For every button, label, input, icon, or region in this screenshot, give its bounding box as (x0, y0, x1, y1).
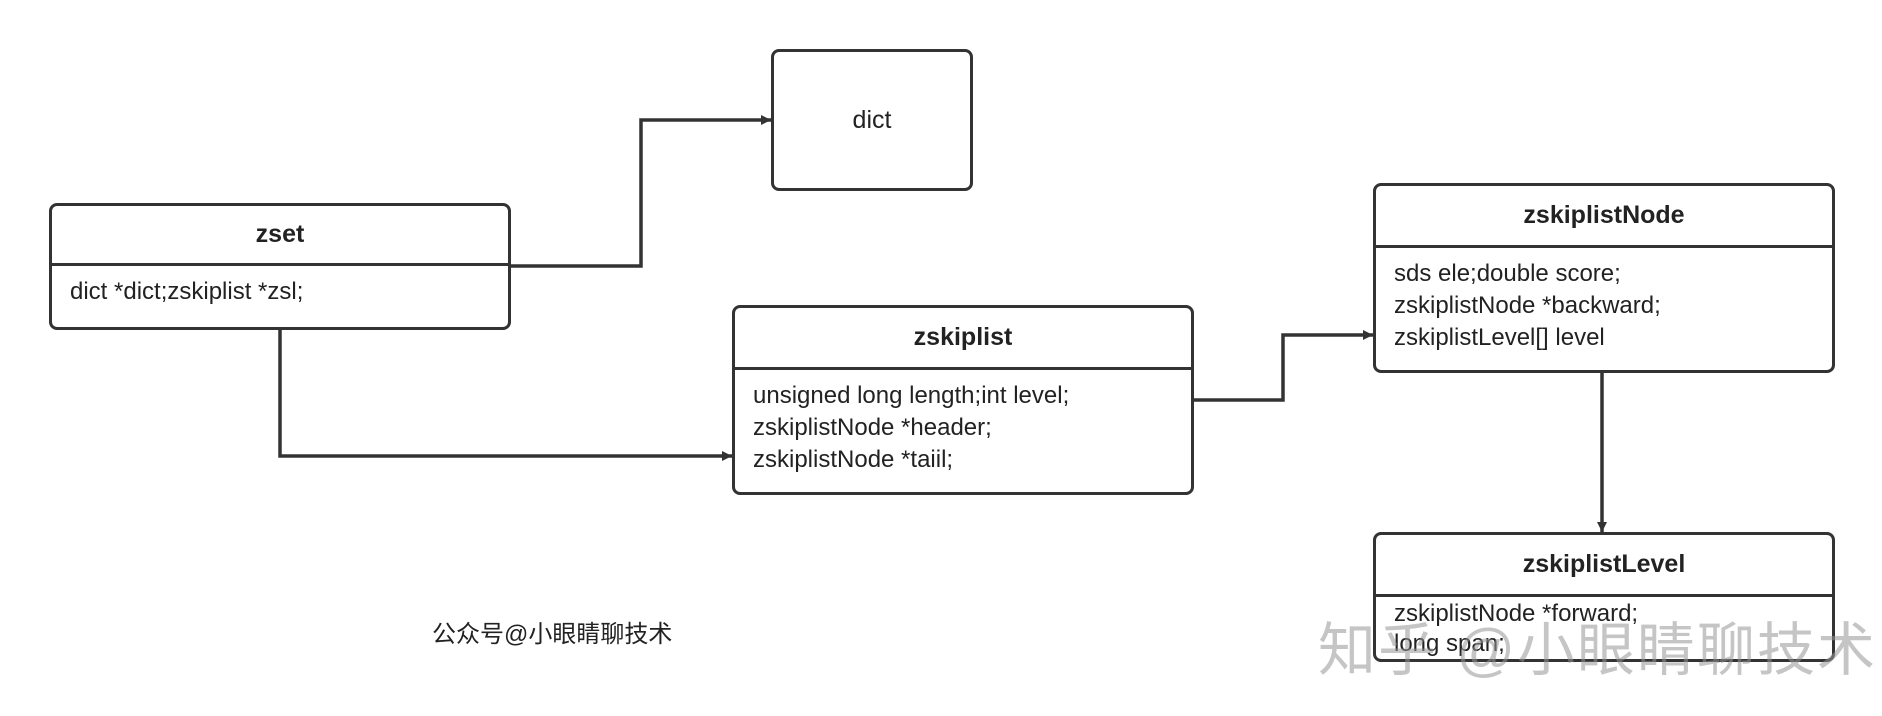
zset-fields: dict *dict;zskiplist *zsl; (52, 266, 508, 318)
zskiplist-fields: unsigned long length;int level; zskiplis… (735, 370, 1191, 486)
zskiplistlevel-fields: zskiplistNode *forward; long span; (1376, 597, 1832, 659)
zskiplistnode-field: zskiplistLevel[] level (1394, 324, 1605, 351)
zskiplist-field: zskiplistNode *taiil; (753, 446, 954, 473)
dict-box: dict (771, 49, 973, 191)
zskiplistlevel-title: zskiplistLevel (1522, 550, 1686, 578)
zskiplistlevel-field: long span; (1394, 630, 1505, 657)
zskiplistnode-header: zskiplistNode (1376, 186, 1832, 248)
zset-header: zset (52, 206, 508, 266)
arrow-zset-to-zskiplist (278, 330, 732, 461)
arrow-zset-to-dict (510, 115, 771, 268)
caption-watermark: 公众号@小眼睛聊技术 (432, 621, 673, 648)
overlay-watermark: 知乎 @小眼睛聊技术 (1318, 618, 1877, 683)
zskiplistnode-field: sds ele;double score; (1394, 260, 1621, 287)
zskiplistlevel-header: zskiplistLevel (1376, 535, 1832, 597)
zskiplistlevel-field: zskiplistNode *forward; (1394, 600, 1639, 627)
zskiplistnode-title: zskiplistNode (1523, 201, 1685, 229)
zskiplistnode-box: zskiplistNode sds ele;double score; zski… (1373, 183, 1835, 373)
zskiplist-field: zskiplistNode *header; (753, 414, 992, 441)
zskiplist-header: zskiplist (735, 308, 1191, 370)
zskiplist-title: zskiplist (913, 323, 1013, 351)
zskiplist-field: unsigned long length;int level; (753, 382, 1070, 409)
zskiplistlevel-box: zskiplistLevel zskiplistNode *forward; l… (1373, 532, 1835, 662)
dict-label: dict (852, 105, 892, 134)
zskiplist-box: zskiplist unsigned long length;int level… (732, 305, 1194, 495)
zset-field: dict *dict;zskiplist *zsl; (70, 278, 304, 305)
zset-box: zset dict *dict;zskiplist *zsl; (49, 203, 511, 330)
arrow-zskiplist-to-node (1192, 330, 1373, 402)
zskiplistnode-field: zskiplistNode *backward; (1394, 292, 1661, 319)
zset-title: zset (255, 220, 305, 248)
zskiplistnode-fields: sds ele;double score; zskiplistNode *bac… (1376, 248, 1832, 364)
